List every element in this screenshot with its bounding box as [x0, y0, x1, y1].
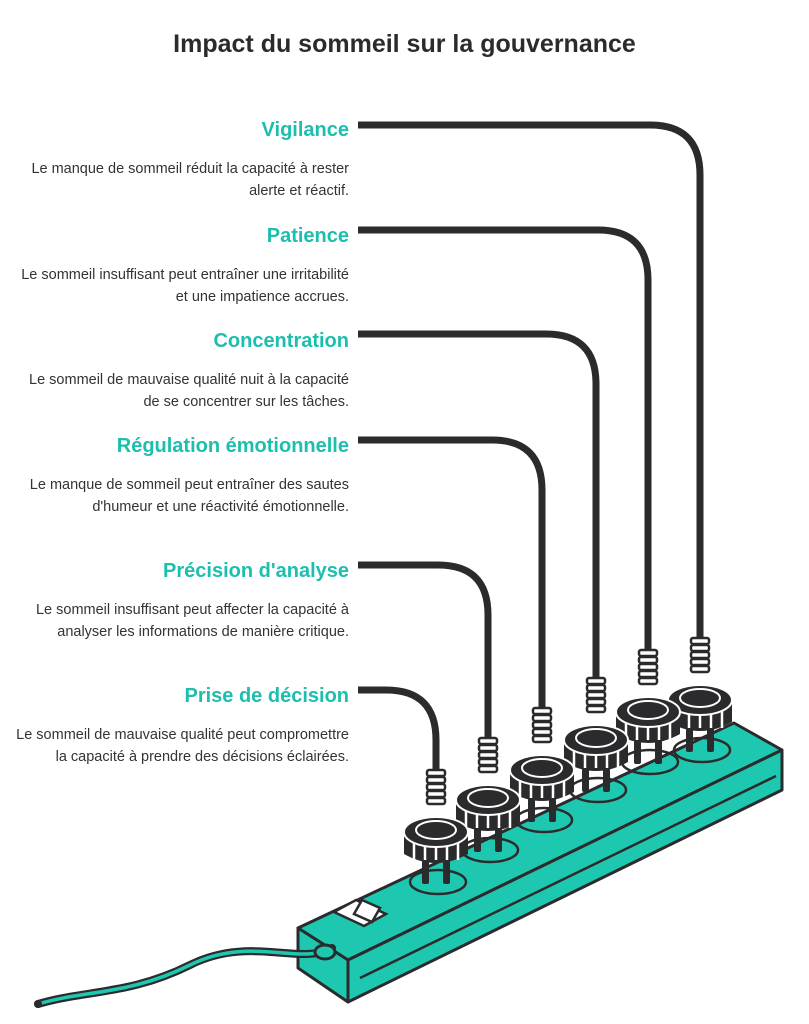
item-concentration: Concentration Le sommeil de mauvaise qua…: [9, 329, 349, 413]
plug-1: [667, 636, 733, 752]
plug-collar-ring: [637, 669, 659, 679]
plug-collar-ring: [531, 720, 553, 730]
item-title: Régulation émotionnelle: [116, 435, 349, 457]
item-title: Précision d'analyse: [163, 560, 349, 582]
cables-group: [358, 121, 704, 770]
plug-prong: [528, 798, 535, 822]
plug-collar-ring: [477, 743, 499, 753]
plug-2: [615, 648, 681, 764]
cable-2: [358, 226, 652, 650]
plug-collar-ring: [689, 657, 711, 667]
plug-collar-ring: [531, 727, 553, 737]
page-title: Impact du sommeil sur la gouvernance: [173, 30, 636, 58]
plug-collar-ring: [425, 782, 447, 792]
item-title: Concentration: [213, 330, 349, 352]
plug-4: [509, 706, 575, 822]
plug-collar-ring: [585, 683, 607, 693]
plug-collar-ring: [637, 662, 659, 672]
plug-cap-ring: [575, 728, 617, 748]
cable-4: [358, 436, 546, 708]
plug-collar-ring: [531, 734, 553, 744]
item-patience: Patience Le sommeil insuffisant peut ent…: [9, 224, 349, 308]
plug-collar-ring: [425, 775, 447, 785]
plug-cap-ring: [627, 700, 669, 720]
plug-collar-ring: [425, 796, 447, 806]
plug-3: [563, 676, 629, 792]
cable-1: [358, 121, 704, 638]
plug-collar-ring: [585, 676, 607, 686]
plug-collar-ring: [637, 648, 659, 658]
plug-prong: [495, 828, 502, 852]
plug-prong: [443, 860, 450, 884]
item-precision-analyse: Précision d'analyse Le sommeil insuffisa…: [9, 559, 349, 643]
plug-prong: [474, 828, 481, 852]
plug-prong: [422, 860, 429, 884]
plug-cap-ring: [415, 820, 457, 840]
item-description: Le sommeil de mauvaise qualité nuit à la…: [29, 372, 349, 410]
plug-prong: [655, 740, 662, 764]
plug-collar-ring: [531, 706, 553, 716]
socket-1: [672, 736, 732, 764]
plug-collar-ring: [425, 789, 447, 799]
plug-collar-ring: [689, 636, 711, 646]
plug-cap-ring: [679, 688, 721, 708]
plug-collar-ring: [637, 655, 659, 665]
plug-prong: [686, 728, 693, 752]
plug-collar-ring: [477, 757, 499, 767]
plug-prong: [634, 740, 641, 764]
switch-rocker: [352, 898, 382, 924]
item-description: Le manque de sommeil peut entraîner des …: [29, 477, 349, 515]
plug-collar-ring: [585, 697, 607, 707]
power-strip: [34, 721, 784, 1008]
strip-side-face: [346, 748, 784, 1004]
plug-prong: [707, 728, 714, 752]
plug-cap-ring: [467, 788, 509, 808]
plug-collar-ring: [689, 643, 711, 653]
plug-collar-ring: [585, 704, 607, 714]
plug-collar-ring: [531, 713, 553, 723]
plug-collar-ring: [477, 750, 499, 760]
plugs-group: [403, 636, 733, 884]
item-title: Prise de décision: [184, 685, 349, 707]
item-regulation-emotionnelle: Régulation émotionnelle Le manque de som…: [9, 434, 349, 518]
cable-end: [34, 1000, 42, 1008]
plug-collar-ring: [585, 690, 607, 700]
item-prise-de-decision: Prise de décision Le sommeil de mauvaise…: [9, 684, 349, 768]
item-title: Patience: [266, 225, 349, 247]
plug-cap-ring: [521, 758, 563, 778]
plug-collar-ring: [637, 676, 659, 686]
plug-6: [403, 768, 469, 884]
socket-6: [408, 868, 468, 896]
cable-grommet: [313, 943, 337, 961]
cable-3: [358, 330, 600, 678]
item-title: Vigilance: [261, 119, 349, 141]
plug-prong: [549, 798, 556, 822]
plug-collar-ring: [477, 736, 499, 746]
plug-collar-ring: [477, 764, 499, 774]
plug-collar-ring: [689, 650, 711, 660]
item-vigilance: Vigilance Le manque de sommeil réduit la…: [9, 118, 349, 202]
plug-collar-ring: [689, 664, 711, 674]
item-description: Le sommeil insuffisant peut entraîner un…: [21, 267, 349, 305]
cable-5: [358, 561, 492, 738]
plug-5: [455, 736, 521, 852]
strip-side-groove: [359, 774, 777, 980]
item-description: Le sommeil de mauvaise qualité peut comp…: [16, 727, 349, 765]
item-description: Le manque de sommeil réduit la capacité …: [31, 161, 349, 199]
mains-cable-core: [36, 946, 334, 1006]
plug-prong: [603, 768, 610, 792]
plug-prong: [582, 768, 589, 792]
cable-6: [358, 686, 440, 770]
plug-collar-ring: [425, 768, 447, 778]
item-description: Le sommeil insuffisant peut affecter la …: [35, 602, 349, 640]
